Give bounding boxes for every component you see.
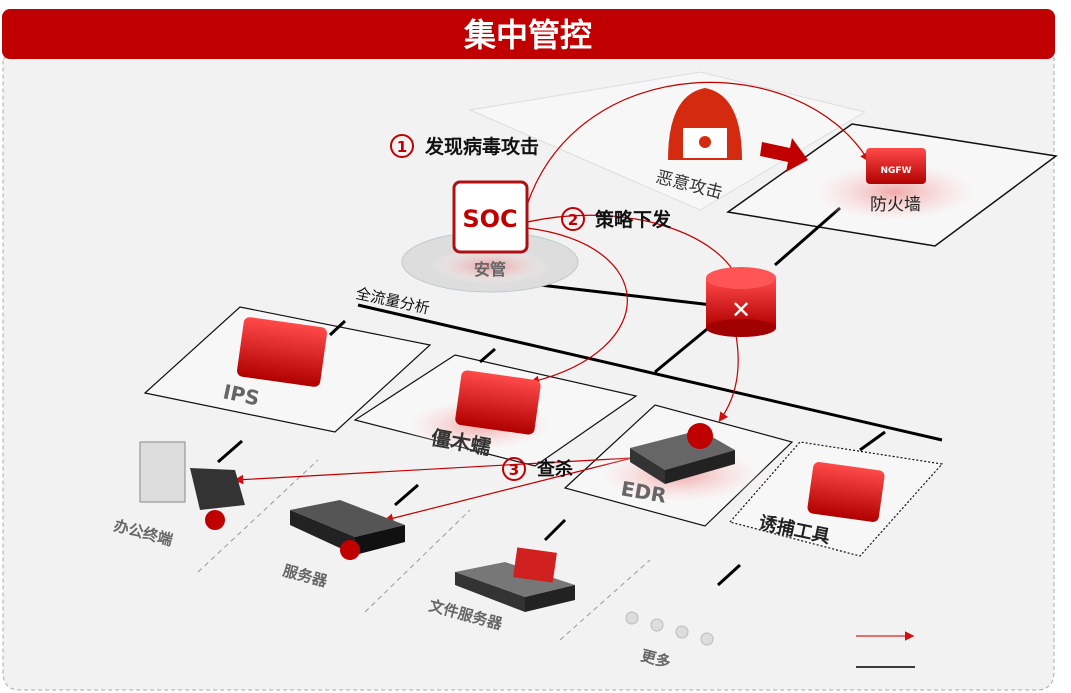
more-dots-icon <box>625 611 714 646</box>
step-3: 3 查杀 <box>502 457 573 481</box>
network-links <box>217 206 943 587</box>
server-icon <box>290 500 405 555</box>
firewall-halo <box>805 160 985 224</box>
step-2: 2 策略下发 <box>561 207 672 231</box>
attack-arrow-icon <box>760 138 808 172</box>
attack-zone <box>468 71 867 211</box>
file-server-icon <box>455 547 575 612</box>
router-icon: ✕ <box>706 267 776 337</box>
svg-text:2: 2 <box>568 211 578 229</box>
soc-label: 安管 <box>474 260 506 279</box>
legend <box>856 631 915 668</box>
hacker-icon <box>668 88 742 160</box>
svg-text:NGFW: NGFW <box>881 166 912 176</box>
malware-icon <box>455 370 541 435</box>
svg-text:3: 3 <box>509 461 519 479</box>
soc-icon-text: SOC <box>462 205 517 233</box>
endpoint-dividers <box>197 459 651 641</box>
flow-arrows <box>233 81 870 523</box>
edr-server-icon <box>630 423 735 484</box>
page-title: 集中管控 <box>463 16 592 54</box>
trap-icon <box>807 462 885 522</box>
step-1: 1 发现病毒攻击 <box>390 134 539 158</box>
header-bar <box>2 9 1055 59</box>
svg-text:✕: ✕ <box>731 296 751 324</box>
ips-icon <box>237 317 327 387</box>
firewall-icon: NGFW <box>866 148 926 184</box>
soc-icon <box>452 180 529 254</box>
svg-text:策略下发: 策略下发 <box>595 208 672 231</box>
svg-text:发现病毒攻击: 发现病毒攻击 <box>424 135 539 158</box>
svg-text:查杀: 查杀 <box>537 458 573 480</box>
virus-icon <box>205 510 225 530</box>
virus-icon <box>340 540 360 560</box>
firewall-label: 防火墙 <box>870 195 921 215</box>
office-terminal-icon <box>139 441 245 510</box>
soc-halo <box>430 248 550 284</box>
svg-text:1: 1 <box>397 138 407 156</box>
